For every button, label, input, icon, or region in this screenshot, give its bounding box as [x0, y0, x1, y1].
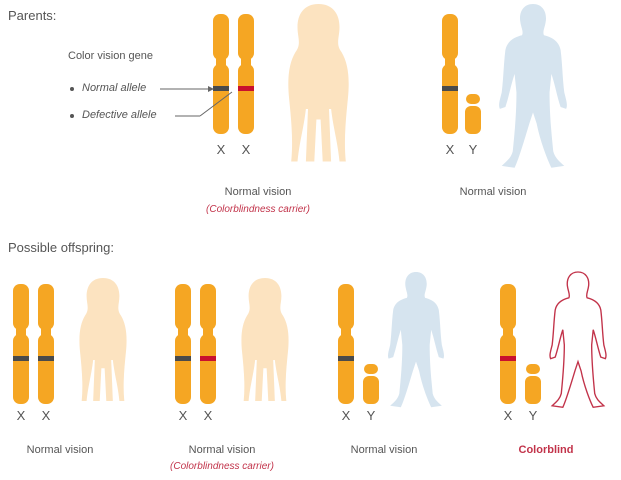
parent-female-status: Normal vision — [224, 186, 292, 198]
child2-female-silhouette — [241, 278, 289, 401]
legend-normal-bullet — [70, 87, 74, 91]
defective-allele-band — [238, 86, 254, 91]
legend-normal-arrowhead — [208, 86, 214, 92]
child1-status: Normal vision — [26, 444, 94, 456]
child4-x-chromosome — [500, 284, 516, 404]
parent-female-carrier-note: (Colorblindness carrier) — [206, 204, 310, 215]
child2-status: Normal vision — [188, 444, 256, 456]
child4-y-chromosome — [525, 364, 541, 404]
child3-y-label: Y — [366, 408, 376, 423]
parent-male-status: Normal vision — [459, 186, 527, 198]
defective-allele-band — [500, 356, 516, 361]
legend-title: Color vision gene — [68, 50, 153, 62]
parent-male-x-chromosome — [442, 14, 458, 134]
parent-male-silhouette — [499, 4, 567, 168]
legend-defective-pointer-diag — [199, 91, 233, 117]
defective-allele-band — [200, 356, 216, 361]
child4-status: Colorblind — [518, 444, 574, 456]
child3-x-chromosome — [338, 284, 354, 404]
parent-male-y-label: Y — [468, 142, 478, 157]
normal-allele-band — [442, 86, 458, 91]
child3-y-chromosome — [363, 364, 379, 404]
parent-male-x-label: X — [445, 142, 455, 157]
offspring-heading: Possible offspring: — [8, 240, 114, 255]
child2-x1-label: X — [178, 408, 188, 423]
parent-female-silhouette — [288, 4, 349, 162]
parent-female-x1-chromosome — [213, 14, 229, 134]
parents-heading: Parents: — [8, 8, 57, 23]
child3-x-label: X — [341, 408, 351, 423]
parent-female-x1-label: X — [216, 142, 226, 157]
child2-carrier-note: (Colorblindness carrier) — [170, 461, 274, 472]
child2-x1-chromosome — [175, 284, 191, 404]
parent-female-x2-chromosome — [238, 14, 254, 134]
normal-allele-band — [13, 356, 29, 361]
parent-male-y-chromosome — [465, 94, 481, 134]
child1-x1-chromosome — [13, 284, 29, 404]
child1-x2-chromosome — [38, 284, 54, 404]
legend-defective-allele: Defective allele — [82, 109, 157, 121]
child3-male-silhouette — [388, 272, 444, 408]
child1-female-silhouette — [79, 278, 127, 401]
child4-male-silhouette — [549, 271, 607, 409]
legend-normal-allele: Normal allele — [82, 82, 147, 94]
child4-x-label: X — [503, 408, 513, 423]
normal-allele-band — [338, 356, 354, 361]
parent-female-x2-label: X — [241, 142, 251, 157]
child1-x2-label: X — [41, 408, 51, 423]
child2-x2-chromosome — [200, 284, 216, 404]
normal-allele-band — [175, 356, 191, 361]
child2-x2-label: X — [203, 408, 213, 423]
child3-status: Normal vision — [350, 444, 418, 456]
legend-defective-bullet — [70, 114, 74, 118]
child1-x1-label: X — [16, 408, 26, 423]
child4-y-label: Y — [528, 408, 538, 423]
normal-allele-band — [213, 86, 229, 91]
normal-allele-band — [38, 356, 54, 361]
